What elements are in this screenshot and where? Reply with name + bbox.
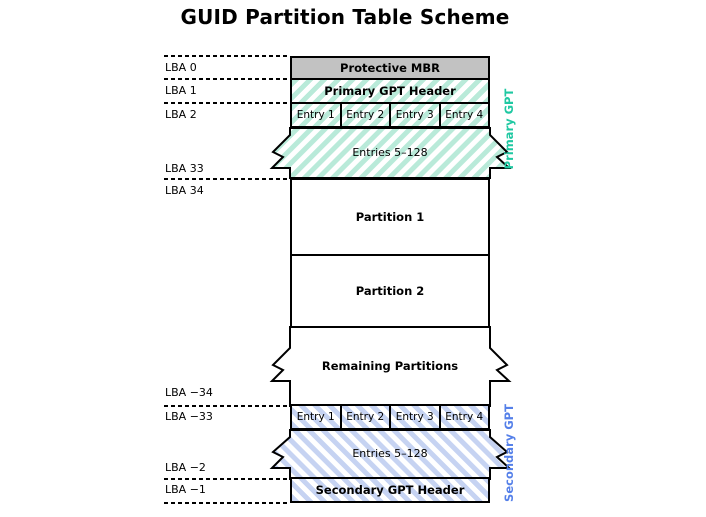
primary-gpt-header-label: Primary GPT Header xyxy=(324,84,456,98)
lba-label: LBA −2 xyxy=(165,461,206,474)
primary-entries-rest-label: Entries 5–128 xyxy=(352,146,428,159)
lba-label: LBA −33 xyxy=(165,410,213,423)
lba-label: LBA 1 xyxy=(165,84,197,97)
lba-dashed-line xyxy=(164,55,289,57)
secondary-gpt-header-block: Secondary GPT Header xyxy=(290,477,490,503)
secondary-entry-cell: Entry 1 xyxy=(292,406,342,428)
primary-entries-rest-block xyxy=(269,127,512,179)
secondary-entry-row: Entry 1 Entry 2 Entry 3 Entry 4 xyxy=(290,404,490,430)
remaining-partitions-block xyxy=(269,326,512,407)
secondary-entries-rest-label: Entries 5–128 xyxy=(352,447,428,460)
secondary-entries-rest-block xyxy=(269,429,512,480)
protective-mbr-label: Protective MBR xyxy=(340,61,440,75)
partition-1-block: Partition 1 xyxy=(290,178,490,256)
lba-dashed-line xyxy=(164,502,289,504)
secondary-gpt-side-label: Secondary GPT xyxy=(502,404,516,502)
remaining-partitions-label: Remaining Partitions xyxy=(321,359,459,373)
primary-entry-cell: Entry 4 xyxy=(445,109,484,121)
lba-label: LBA 34 xyxy=(165,184,204,197)
primary-gpt-side-label: Primary GPT xyxy=(502,88,516,170)
primary-entry-cell: Entry 2 xyxy=(342,104,391,126)
primary-gpt-header-block: Primary GPT Header xyxy=(290,78,490,104)
primary-entry-cell: Entry 1 xyxy=(292,104,342,126)
secondary-entry-cell: Entry 4 xyxy=(445,411,484,423)
lba-dashed-line xyxy=(164,102,289,104)
lba-dashed-line xyxy=(164,405,289,407)
lba-dashed-line xyxy=(164,178,289,180)
diagram-title: GUID Partition Table Scheme xyxy=(180,5,510,29)
protective-mbr-block: Protective MBR xyxy=(290,56,490,80)
secondary-entry-cell: Entry 3 xyxy=(391,406,441,428)
lba-label: LBA −1 xyxy=(165,483,206,496)
primary-entry-row: Entry 1 Entry 2 Entry 3 Entry 4 xyxy=(290,102,490,128)
lba-dashed-line xyxy=(164,78,289,80)
partition-1-label: Partition 1 xyxy=(355,210,425,224)
lba-label: LBA 2 xyxy=(165,108,197,121)
secondary-gpt-header-label: Secondary GPT Header xyxy=(315,483,465,497)
secondary-entry-cell: Entry 2 xyxy=(342,406,391,428)
lba-label: LBA 33 xyxy=(165,162,204,175)
lba-dashed-line xyxy=(164,478,289,480)
partition-2-label: Partition 2 xyxy=(355,284,425,298)
primary-entry-cell: Entry 3 xyxy=(391,104,441,126)
partition-2-block: Partition 2 xyxy=(290,254,490,328)
lba-label: LBA 0 xyxy=(165,61,197,74)
lba-label: LBA −34 xyxy=(165,386,213,399)
